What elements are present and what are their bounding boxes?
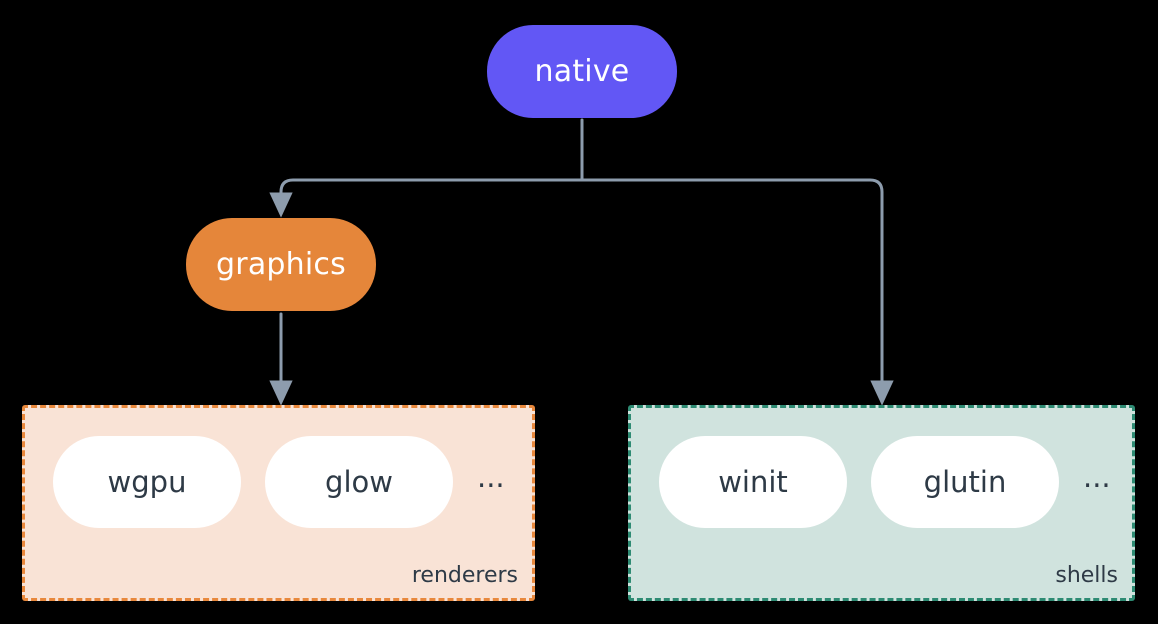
leaf-pill-wgpu[interactable]: wgpu <box>53 436 241 528</box>
group-renderers-items: wgpu glow ... <box>53 436 505 528</box>
leaf-pill-winit[interactable]: winit <box>659 436 847 528</box>
group-shells-items: winit glutin ... <box>659 436 1111 528</box>
leaf-pill-glow[interactable]: glow <box>265 436 453 528</box>
renderers-overflow-ellipsis: ... <box>477 459 505 494</box>
group-renderers: wgpu glow ... renderers <box>22 405 535 601</box>
node-native-label: native <box>534 54 630 89</box>
node-graphics[interactable]: graphics <box>186 218 376 311</box>
node-graphics-label: graphics <box>216 247 346 282</box>
leaf-pill-label: wgpu <box>107 465 187 499</box>
edge-native-to-graphics <box>269 178 584 218</box>
group-shells: winit glutin ... shells <box>628 405 1135 601</box>
group-shells-label: shells <box>1055 563 1118 588</box>
leaf-pill-glutin[interactable]: glutin <box>871 436 1059 528</box>
group-renderers-label: renderers <box>411 563 518 588</box>
shells-overflow-ellipsis: ... <box>1083 459 1111 494</box>
leaf-pill-label: glow <box>325 465 393 499</box>
node-native[interactable]: native <box>487 25 677 118</box>
leaf-pill-label: glutin <box>923 465 1007 499</box>
edge-native-to-shells <box>580 178 894 406</box>
leaf-pill-label: winit <box>718 465 788 499</box>
